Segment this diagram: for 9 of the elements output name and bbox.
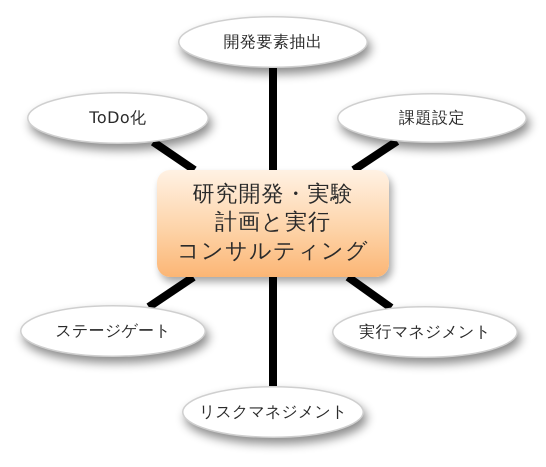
node-label: 課題設定 [399, 108, 465, 128]
connector-line [269, 277, 277, 386]
node-label: 開発要素抽出 [224, 32, 322, 52]
connector-line [269, 68, 277, 170]
node-label: リスクマネジメント [198, 402, 348, 422]
topic-box: 研究開発・実験計画と実行コンサルティング [157, 170, 389, 277]
node-label: ステージゲート [55, 320, 171, 342]
node-label: 実行マネジメント [359, 322, 491, 342]
node-label: ToDo化 [89, 108, 147, 128]
